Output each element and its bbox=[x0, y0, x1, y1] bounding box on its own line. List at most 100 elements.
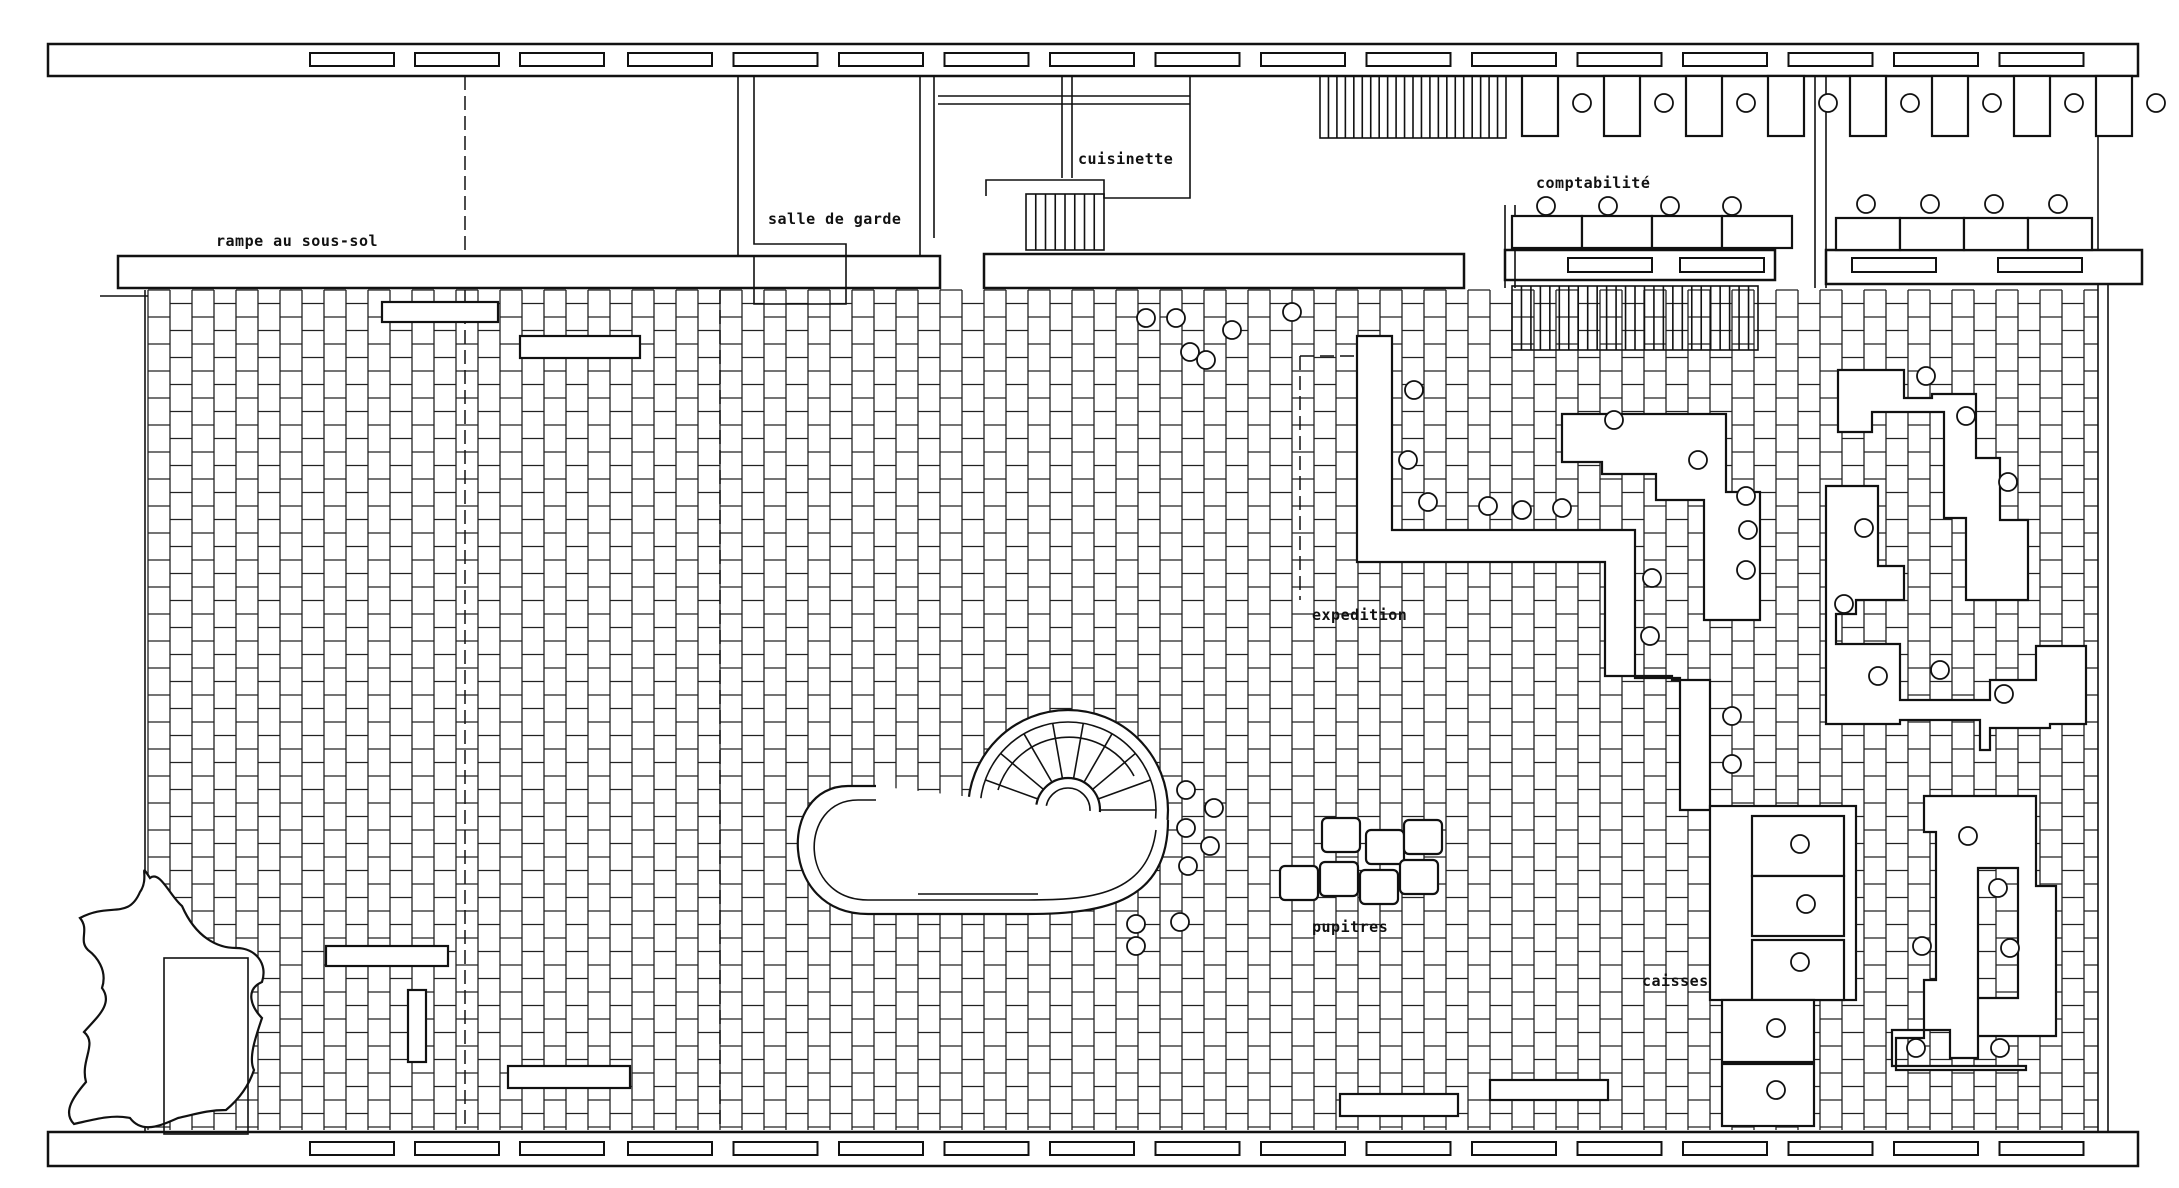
chair-icon bbox=[1654, 93, 1674, 113]
tree-planter bbox=[163, 957, 249, 1135]
shipping-counter bbox=[1355, 334, 2088, 1072]
chair-icon bbox=[1222, 320, 1242, 340]
chair-icon bbox=[1994, 684, 2014, 704]
accounting-desk bbox=[2094, 74, 2134, 138]
spiral-tread bbox=[1072, 723, 1085, 779]
chair-icon bbox=[1998, 472, 2018, 492]
label-shipping: expedition bbox=[1312, 606, 1407, 624]
chair-icon bbox=[1920, 194, 1940, 214]
window bbox=[414, 52, 500, 67]
chair-icon bbox=[1512, 500, 1532, 520]
chair-icon bbox=[1912, 936, 1932, 956]
chair-icon bbox=[1990, 1038, 2010, 1058]
accounting-desk bbox=[1684, 74, 1724, 138]
window bbox=[943, 1141, 1030, 1156]
spiral-stair-ramp bbox=[796, 784, 1170, 916]
tree bbox=[68, 869, 265, 1135]
cashier-booth bbox=[1750, 938, 1846, 1002]
window bbox=[732, 1141, 819, 1156]
window bbox=[519, 52, 605, 67]
chair-icon bbox=[1552, 498, 1572, 518]
accounting-desk bbox=[1520, 74, 1560, 138]
stair-accounting-lower bbox=[1511, 285, 1759, 351]
accounting-shelf bbox=[1851, 257, 1937, 273]
chair-icon bbox=[1126, 914, 1146, 934]
window bbox=[943, 52, 1030, 67]
accounting-desk bbox=[1930, 74, 1970, 138]
chair-icon bbox=[1572, 93, 1592, 113]
tree-foliage bbox=[68, 869, 265, 1129]
chair-icon bbox=[1722, 754, 1742, 774]
window bbox=[1682, 1141, 1768, 1156]
chair-icon bbox=[1796, 894, 1816, 914]
chair-icon bbox=[1200, 836, 1220, 856]
accounting-desk bbox=[1602, 74, 1642, 138]
window bbox=[1787, 52, 1874, 67]
window bbox=[1998, 1141, 2085, 1156]
accounting-desk bbox=[1766, 74, 1806, 138]
spiral-tread bbox=[1083, 733, 1113, 783]
window bbox=[309, 52, 395, 67]
window bbox=[627, 52, 713, 67]
chair-icon bbox=[1738, 520, 1758, 540]
window bbox=[1049, 52, 1135, 67]
zigzag-counter-2 bbox=[1836, 368, 2030, 602]
chair-icon bbox=[1178, 856, 1198, 876]
accounting-desk bbox=[2012, 74, 2052, 138]
accounting-desk bbox=[1510, 214, 1584, 250]
chair-icon bbox=[1136, 308, 1156, 328]
accounting-desk bbox=[1650, 214, 1724, 250]
window bbox=[1893, 52, 1979, 67]
accounting-desk bbox=[2026, 216, 2094, 252]
window bbox=[309, 1141, 395, 1156]
spiral-tread bbox=[985, 779, 1039, 800]
window bbox=[1365, 52, 1452, 67]
window bbox=[1682, 52, 1768, 67]
benches bbox=[324, 300, 1610, 1118]
front-band-center bbox=[982, 252, 1466, 290]
accounting-shelf bbox=[1997, 257, 2083, 273]
spiral-stair-arc bbox=[997, 736, 1135, 791]
chair-icon bbox=[1688, 450, 1708, 470]
chair-icon bbox=[1418, 492, 1438, 512]
chair-icon bbox=[1176, 780, 1196, 800]
chair-icon bbox=[1722, 706, 1742, 726]
chair-icon bbox=[1736, 93, 1756, 113]
chair-icon bbox=[1176, 818, 1196, 838]
chair-icon bbox=[1170, 912, 1190, 932]
window bbox=[1154, 52, 1241, 67]
desk-block bbox=[1398, 858, 1440, 896]
chair-icon bbox=[1916, 366, 1936, 386]
chair-icon bbox=[2048, 194, 2068, 214]
chair-icon bbox=[1736, 486, 1756, 506]
bench bbox=[506, 1064, 632, 1090]
chair-icon bbox=[1988, 878, 2008, 898]
chair-icon bbox=[1196, 350, 1216, 370]
window bbox=[1260, 1141, 1346, 1156]
chair-icon bbox=[1478, 496, 1498, 516]
chair-icon bbox=[1834, 594, 1854, 614]
window bbox=[1787, 1141, 1874, 1156]
bench bbox=[1488, 1078, 1610, 1102]
chair-icon bbox=[1958, 826, 1978, 846]
cashier-booths bbox=[1708, 804, 1858, 1128]
accounting-desk bbox=[1720, 214, 1794, 250]
chair-icon bbox=[1856, 194, 1876, 214]
spiral-stair bbox=[796, 708, 1170, 916]
chairs bbox=[1126, 302, 2020, 1100]
accounting-shelf bbox=[1567, 257, 1653, 273]
chair-icon bbox=[1204, 798, 1224, 818]
accounting-desk bbox=[1898, 216, 1966, 252]
window bbox=[1471, 52, 1557, 67]
zigzag-counter-4 bbox=[1890, 794, 2058, 1072]
desk-block bbox=[1320, 816, 1362, 854]
bench bbox=[380, 300, 500, 324]
chair-icon bbox=[2064, 93, 2084, 113]
accounting-desk bbox=[1580, 214, 1654, 250]
chair-icon bbox=[1282, 302, 1302, 322]
chair-icon bbox=[1126, 936, 1146, 956]
chair-icon bbox=[1766, 1080, 1786, 1100]
chair-icon bbox=[1722, 196, 1742, 216]
top-windows bbox=[309, 52, 2085, 67]
